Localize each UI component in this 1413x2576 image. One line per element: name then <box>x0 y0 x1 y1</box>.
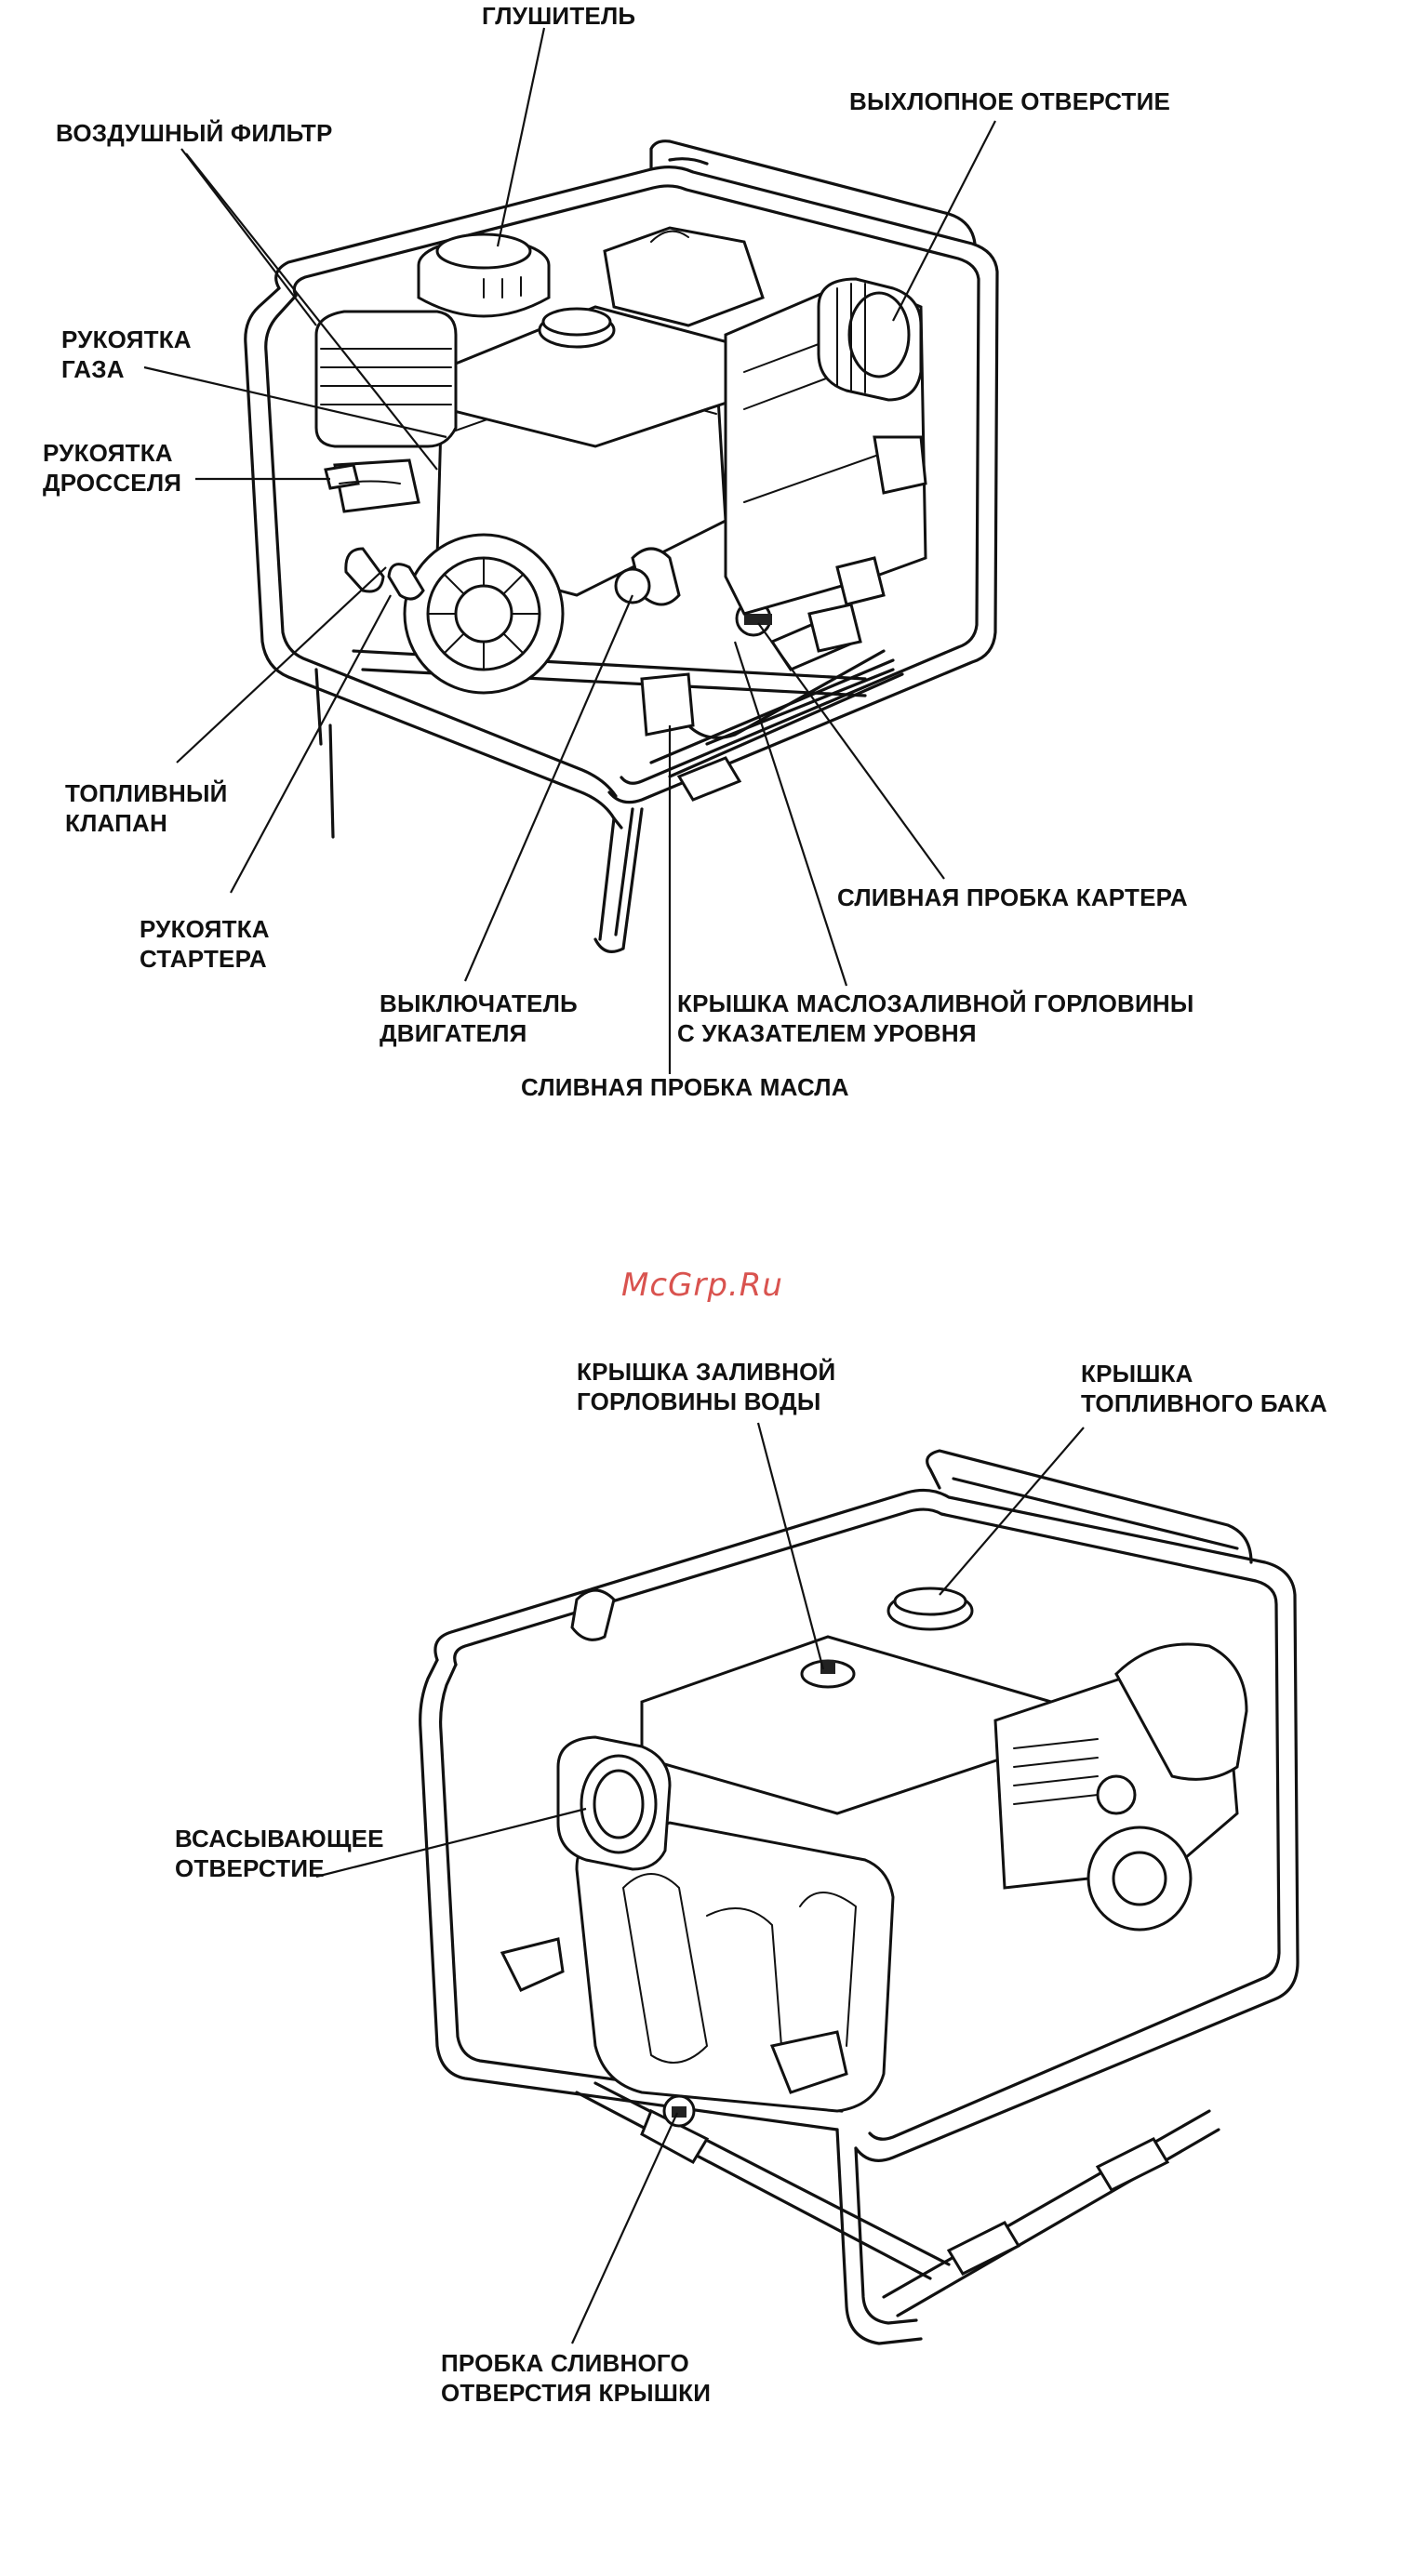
label-suction-port-line1: ВСАСЫВАЮЩЕЕ <box>175 1825 384 1852</box>
frame-top <box>244 139 999 953</box>
label-choke-lever-line1: РУКОЯТКА <box>43 439 173 467</box>
leader-lines-top <box>143 27 996 1074</box>
label-exhaust-port: ВЫХЛОПНОЕ ОТВЕРСТИЕ <box>849 87 1171 115</box>
label-air-filter: ВОЗДУШНЫЙ ФИЛЬТР <box>56 119 333 147</box>
engine-block <box>314 226 927 737</box>
label-choke-lever-line2: ДРОССЕЛЯ <box>43 469 182 497</box>
label-crankcase-drain-plug: СЛИВНАЯ ПРОБКА КАРТЕРА <box>837 883 1188 911</box>
label-throttle-lever-line2: ГАЗА <box>61 355 125 383</box>
label-water-filler-cap-line2: ГОРЛОВИНЫ ВОДЫ <box>577 1388 821 1415</box>
frame-bottom <box>419 1449 1300 2345</box>
label-suction-port-line2: ОТВЕРСТИЕ <box>175 1854 325 1882</box>
pump-engine-side-drawing <box>143 27 999 1074</box>
pump-body <box>500 1587 1248 2128</box>
label-oil-drain-plug: СЛИВНАЯ ПРОБКА МАСЛА <box>521 1073 849 1101</box>
label-engine-switch-line2: ДВИГАТЕЛЯ <box>380 1019 527 1047</box>
label-starter-grip-line2: СТАРТЕРА <box>140 945 267 973</box>
label-oil-filler-cap-line1: КРЫШКА МАСЛОЗАЛИВНОЙ ГОРЛОВИНЫ <box>677 989 1194 1017</box>
label-water-filler-cap-line1: КРЫШКА ЗАЛИВНОЙ <box>577 1358 836 1386</box>
label-oil-filler-cap-line2: С УКАЗАТЕЛЕМ УРОВНЯ <box>677 1019 977 1047</box>
label-cover-drain-plug-line1: ПРОБКА СЛИВНОГО <box>441 2349 689 2377</box>
label-cover-drain-plug-line2: ОТВЕРСТИЯ КРЫШКИ <box>441 2379 712 2407</box>
watermark: McGrp.Ru <box>621 1267 783 1304</box>
label-starter-grip-line1: РУКОЯТКА <box>140 915 270 943</box>
label-muffler: ГЛУШИТЕЛЬ <box>482 2 636 30</box>
label-engine-switch-line1: ВЫКЛЮЧАТЕЛЬ <box>380 989 578 1017</box>
leader-lines-bottom <box>315 1422 1085 2344</box>
label-throttle-lever-line1: РУКОЯТКА <box>61 325 192 353</box>
label-fuel-valve-line2: КЛАПАН <box>65 809 167 837</box>
label-fuel-tank-cap-line2: ТОПЛИВНОГО БАКА <box>1081 1389 1327 1417</box>
label-fuel-valve-line1: ТОПЛИВНЫЙ <box>65 779 228 807</box>
label-fuel-tank-cap-line1: КРЫШКА <box>1081 1360 1193 1388</box>
